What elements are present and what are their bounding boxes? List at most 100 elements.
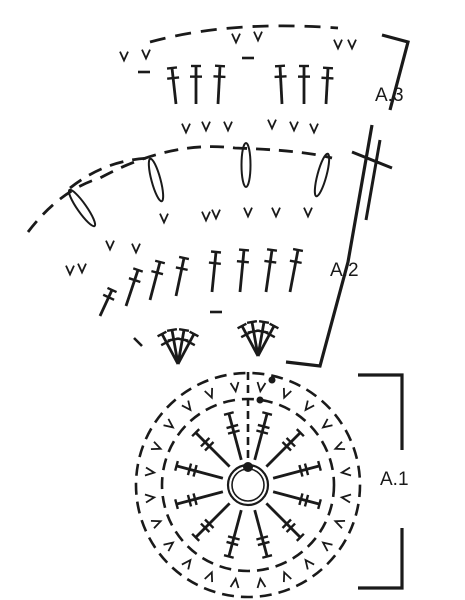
sc-v-mark: [201, 121, 211, 133]
sc-v-mark: [271, 207, 281, 219]
sc-v-mark: [309, 123, 319, 135]
sc-v-mark: [201, 211, 211, 223]
dc-stitch: [170, 67, 178, 105]
dc-cap: [106, 286, 118, 294]
dc-cap: [317, 460, 322, 471]
dc-cap: [191, 428, 201, 438]
dc-bar: [285, 437, 296, 448]
sc-v-mark: [131, 243, 141, 255]
start-dot-round-2: [256, 396, 264, 404]
dc-stitch: [278, 65, 284, 105]
dc-stitch: [272, 464, 320, 480]
bracket-a1: [358, 373, 404, 590]
dc-bar: [128, 277, 141, 284]
dc-stitch: [250, 321, 260, 357]
dc-cap: [189, 330, 199, 338]
sc-v-mark: [282, 570, 292, 583]
dc-bar: [151, 269, 164, 276]
dc-bar: [298, 464, 304, 477]
label-a3: A.3: [375, 85, 404, 106]
dc-stitch: [238, 249, 246, 293]
dc-cap: [166, 66, 178, 70]
dc-cap: [166, 327, 178, 333]
dc-bar: [281, 518, 292, 529]
sc-v-mark: [333, 441, 346, 451]
dc-stitch: [253, 413, 269, 461]
dc-stitch: [194, 502, 231, 539]
dc-bar: [263, 330, 276, 339]
puff-stitch: [67, 188, 97, 228]
dc-bar: [285, 522, 296, 533]
dc-bar: [204, 518, 215, 529]
dc-bar: [208, 261, 221, 265]
sc-v-mark: [119, 51, 129, 63]
sc-v-mark: [181, 400, 192, 412]
motif-a1: [134, 371, 362, 599]
dc-bar: [183, 338, 196, 347]
dc-stitch: [272, 490, 320, 506]
dc-stitch: [265, 431, 302, 468]
dc-stitch: [124, 269, 140, 307]
sc-v-mark: [339, 493, 352, 504]
dc-bar: [257, 540, 270, 547]
dc-bar: [257, 423, 270, 430]
start-dot-round-3: [268, 376, 276, 384]
dc-cap: [238, 248, 250, 252]
sc-v-mark: [223, 121, 233, 133]
bracket-a2-cross: [351, 139, 393, 221]
dc-stitch: [256, 325, 276, 357]
sc-v-mark: [304, 400, 315, 412]
sc-v-mark: [181, 123, 191, 135]
puff-stitch: [240, 142, 252, 188]
fan-a2: [26, 142, 333, 365]
dc-bar: [303, 494, 310, 507]
dc-cap: [154, 259, 166, 265]
dc-bar: [200, 522, 211, 533]
dc-stitch: [256, 321, 266, 357]
dc-bar: [175, 266, 188, 272]
sc-v-mark: [77, 263, 87, 275]
dc-bar: [264, 259, 277, 264]
dc-bar: [256, 535, 269, 541]
magic-ring-inner: [231, 468, 265, 502]
dc-cap: [132, 267, 144, 273]
sc-v-mark: [204, 570, 214, 583]
dc-cap: [269, 322, 279, 330]
dc-cap: [191, 532, 201, 542]
dc-bar: [298, 493, 304, 506]
dc-stitch: [176, 464, 224, 480]
dc-bar: [256, 429, 269, 435]
sc-v-mark: [163, 541, 175, 552]
label-a2: A.2: [330, 260, 359, 281]
round-a3-chain: [149, 24, 339, 44]
dc-cap: [237, 322, 247, 330]
sc-v-mark: [339, 466, 352, 477]
puff-stitch: [147, 157, 165, 203]
dc-cap: [317, 499, 322, 510]
dc-stitch: [227, 509, 243, 557]
dc-bar: [192, 493, 198, 506]
dc-bar: [213, 75, 226, 79]
dc-cap: [266, 248, 278, 252]
dc-stitch: [176, 333, 196, 365]
sc-v-mark: [256, 381, 267, 394]
start-dot-center: [243, 462, 253, 472]
dc-stitch: [148, 261, 162, 301]
dc-stitch: [240, 325, 260, 357]
dc-bar: [227, 535, 240, 541]
sc-v-mark: [282, 387, 292, 400]
sc-v-mark: [256, 576, 267, 589]
dc-bar: [236, 259, 249, 264]
dc-cap: [262, 411, 273, 416]
dc-stitch: [253, 509, 269, 557]
dc-bar: [102, 293, 115, 301]
puff-stitch: [313, 152, 331, 198]
dc-cap: [292, 247, 304, 253]
dc-stitch: [194, 431, 231, 468]
sc-v-mark: [333, 39, 343, 51]
sc-v-mark: [267, 119, 277, 131]
sc-v-mark: [181, 558, 192, 570]
sc-v-mark: [204, 387, 214, 400]
dc-bar: [281, 441, 292, 452]
